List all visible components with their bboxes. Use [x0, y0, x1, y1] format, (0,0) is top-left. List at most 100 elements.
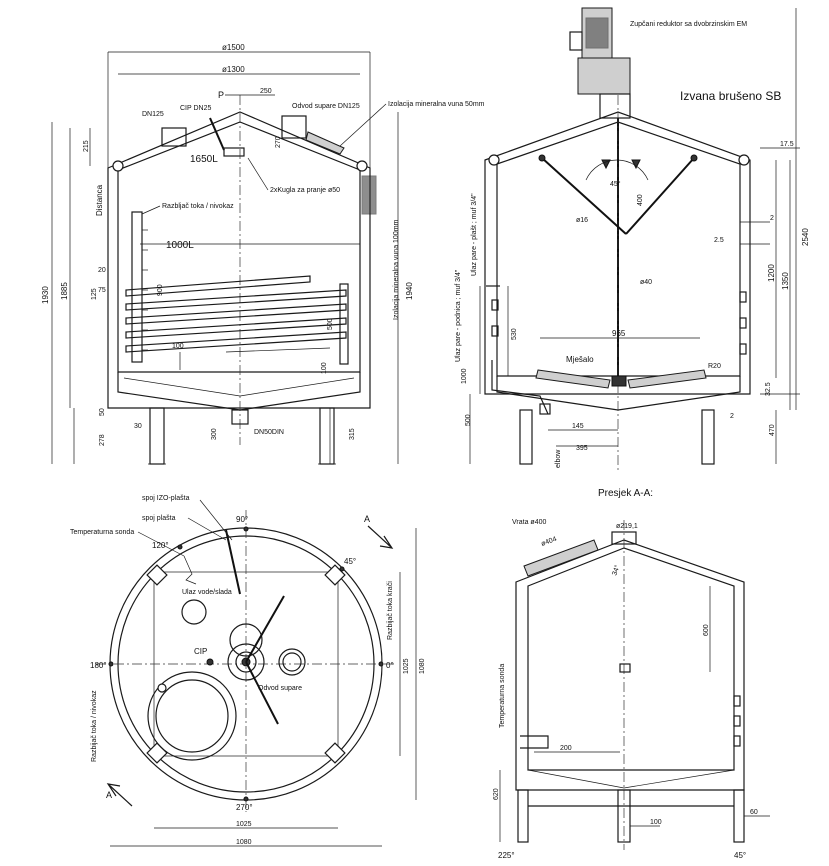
dim-w395: 395 — [576, 445, 588, 452]
label-sec-a: A — [364, 514, 370, 524]
side-ring-left — [488, 154, 500, 166]
spray-nozzle-left — [538, 154, 546, 162]
label-breaker-right: Razbijač toka krači — [387, 581, 394, 640]
dim-d40: ø40 — [640, 279, 652, 286]
side-ring-right — [738, 154, 750, 166]
label-temp-probe: Temperaturna sonda — [70, 529, 134, 536]
front-cone — [123, 377, 355, 397]
terminal-box — [569, 31, 583, 51]
dim-d16: ø16 — [576, 217, 588, 224]
dim-h1885: 1885 — [60, 282, 69, 300]
angle-45-arc — [585, 159, 649, 181]
label-sec-a2: A — [106, 790, 112, 800]
label-a180: 180° — [90, 661, 107, 670]
angle-marks — [108, 526, 384, 802]
heating-coils — [125, 275, 347, 353]
label-izo-joint: spoj IZO-plašta — [142, 495, 190, 502]
dim-a34: 34° — [610, 564, 621, 577]
dim-angle45: 45° — [610, 180, 621, 188]
dim-h2: 2 — [770, 215, 774, 222]
top-view: spoj IZO-plašta spoj plašta Temperaturna… — [70, 495, 426, 847]
dim-w900: 900 — [157, 284, 164, 296]
leader-insulation — [339, 103, 387, 147]
label-vol-1650: 1650L — [190, 154, 218, 165]
label-door: Vrata ø400 — [512, 519, 546, 526]
label-spray-balls: 2xKugla za pranje ø50 — [270, 187, 340, 194]
front-legs — [149, 407, 335, 465]
dim-h100: 100 — [321, 362, 328, 374]
section-shaft-bottom — [619, 663, 631, 673]
mixer-paddle-right — [627, 369, 707, 389]
dim-h1930: 1930 — [41, 286, 50, 304]
dim-d2191: ø219,1 — [616, 523, 638, 530]
dim-w300: 300 — [211, 428, 218, 440]
dim-h175: 17.5 — [780, 141, 794, 148]
dim-d1080-h: 1080 — [236, 839, 252, 846]
dim-w965: 965 — [612, 329, 626, 338]
agitator-arm-1 — [245, 595, 285, 663]
level-ticks — [142, 229, 148, 351]
gearbox — [577, 57, 631, 95]
shaft-flange-outer — [227, 643, 265, 681]
spray-arm-left — [541, 157, 627, 235]
dim-d1025-h: 1025 — [236, 821, 252, 828]
side-outer-shell — [484, 111, 751, 395]
dim-h620: 620 — [493, 788, 500, 800]
section-arrow-top — [367, 525, 394, 549]
section-view: Presjek A-A: Vrata ø400 ø219,1 ø404 34° … — [493, 488, 770, 860]
label-vapor-outlet: Odvod supare DN125 — [292, 103, 360, 110]
dim-w100-sec: 100 — [650, 819, 662, 826]
dim-h1940: 1940 — [405, 282, 414, 300]
front-dim-lines — [51, 51, 399, 464]
spray-nozzle-right — [690, 154, 698, 162]
top-dim-lines — [110, 528, 417, 847]
level-indicator-tube — [131, 211, 143, 363]
manway-hinge — [157, 683, 167, 693]
label-a120: 120° — [152, 541, 169, 550]
dim-r20: R20 — [708, 363, 721, 370]
gearbox-flange — [599, 93, 631, 119]
dim-h25: 2.5 — [714, 237, 724, 244]
label-insulation-top: Izolacija mineralna vuna 50mm — [388, 101, 485, 108]
leader-jacket-joint — [187, 517, 227, 541]
dim-h500: 500 — [465, 414, 472, 426]
dim-h600: 600 — [703, 624, 710, 636]
nozzle-vapor — [281, 115, 307, 139]
label-a45: 45° — [344, 557, 356, 566]
spray-arm-right — [625, 157, 695, 235]
dim-h1350: 1350 — [781, 272, 790, 290]
label-a0: 0° — [386, 661, 394, 670]
section-outer-shell — [515, 539, 745, 791]
spray-ball-housing — [223, 147, 245, 157]
condensate-pipe — [491, 360, 549, 415]
dim-h1000: 1000 — [461, 368, 468, 384]
nozzle-dn125 — [161, 127, 187, 147]
nozzle-vapor-top — [278, 648, 306, 676]
label-steam-inlet-jacket: Ulaz pare - plašt ; muf 3/4" — [471, 193, 478, 276]
section-door — [523, 539, 599, 577]
dim-w500: 500 — [327, 318, 334, 330]
leader-izo-joint — [199, 499, 233, 541]
section-dim-lines — [499, 586, 770, 842]
label-jacket-joint: spoj plašta — [142, 515, 176, 522]
dim-h2b: 2 — [730, 413, 734, 420]
front-inner-vessel — [117, 121, 361, 373]
jacket-sockets — [491, 291, 747, 355]
dim-h400: 400 — [637, 194, 644, 206]
front-ring-left — [112, 160, 124, 172]
dim-w200: 200 — [560, 745, 572, 752]
dim-h2540: 2540 — [801, 228, 810, 246]
dim-h125: 125 — [91, 288, 98, 300]
dim-h50: 50 — [99, 408, 106, 416]
dim-w145: 145 — [572, 423, 584, 430]
dim-h278: 278 — [99, 434, 106, 446]
section-title: Presjek A-A: — [598, 488, 653, 499]
mixer-paddle-left — [535, 369, 611, 389]
dim-d404: ø404 — [540, 536, 557, 548]
label-cip: CIP — [194, 647, 207, 656]
agitator-arm-2 — [245, 661, 279, 725]
jacket-joint-pipe — [225, 529, 241, 595]
dim-h215: 215 — [83, 140, 90, 152]
label-outlet: DN50DIN — [254, 429, 284, 436]
